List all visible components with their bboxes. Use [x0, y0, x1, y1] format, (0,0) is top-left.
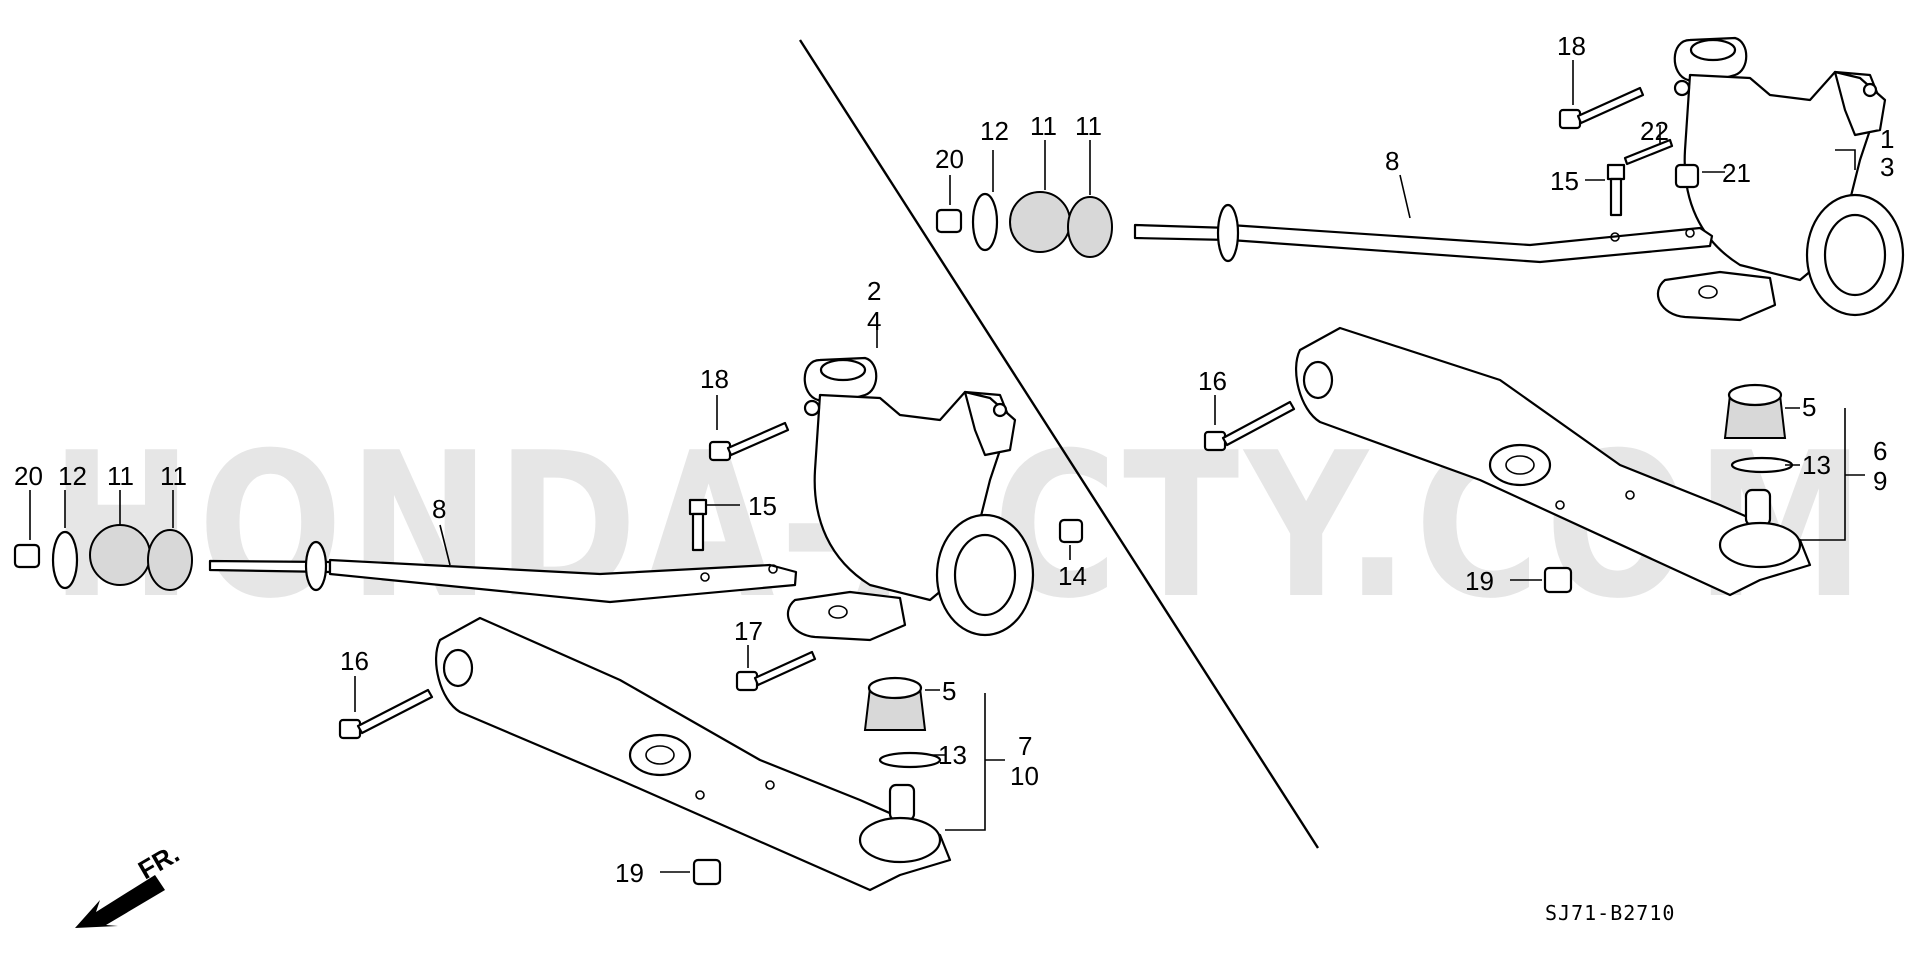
callout-12: 12 — [980, 116, 1009, 146]
callout-7: 7 — [1018, 731, 1032, 761]
callout-8: 8 — [432, 494, 446, 524]
bolt-17-left — [735, 650, 817, 692]
front-direction-arrow-icon — [75, 875, 165, 928]
callout-5: 5 — [1802, 392, 1816, 422]
callout-20: 20 — [935, 144, 964, 174]
bolt-18-left — [708, 421, 790, 462]
bolt-15-left — [688, 498, 708, 552]
callout-11a: 11 — [1030, 111, 1057, 141]
bolt-16-left — [338, 688, 434, 740]
callout-9: 9 — [1873, 466, 1887, 496]
callout-22: 22 — [1640, 116, 1669, 146]
ball-joint-right — [1718, 383, 1802, 569]
radius-rod-left — [208, 540, 798, 604]
callout-6: 6 — [1873, 436, 1887, 466]
left-assembly: FR. — [13, 330, 1084, 928]
lower-arm-right — [1295, 326, 1812, 597]
callout-17: 17 — [734, 616, 763, 646]
nut-19-right — [1543, 566, 1573, 594]
bolt-18-right — [1558, 86, 1645, 130]
bushings-right — [935, 191, 1113, 258]
callout-18: 18 — [700, 364, 729, 394]
callout-16: 16 — [1198, 366, 1227, 396]
bolt-16-right — [1203, 400, 1296, 452]
callouts-right: 18 22 1 3 15 21 20 12 11 11 8 16 5 6 13 … — [935, 31, 1894, 596]
bushings-left — [13, 524, 193, 591]
callout-13: 13 — [1802, 450, 1831, 480]
callout-4: 4 — [867, 306, 881, 336]
callout-14: 14 — [1058, 561, 1087, 591]
diagram-code: SJ71-B2710 — [1545, 901, 1675, 925]
callouts-left: 2 4 18 15 20 12 11 11 8 14 16 17 5 13 7 … — [14, 276, 1087, 888]
callout-15: 15 — [748, 491, 777, 521]
callout-15: 15 — [1550, 166, 1579, 196]
callout-11b: 11 — [160, 461, 187, 491]
ball-joint-left — [858, 676, 942, 864]
callout-3: 3 — [1880, 152, 1894, 182]
nut-21-right — [1674, 163, 1700, 189]
callout-12: 12 — [58, 461, 87, 491]
callout-19: 19 — [615, 858, 644, 888]
callout-8: 8 — [1385, 146, 1399, 176]
knuckle-left — [786, 356, 1035, 642]
callout-5: 5 — [942, 676, 956, 706]
radius-rod-right — [1133, 203, 1714, 264]
front-direction-label: FR. — [133, 838, 184, 885]
callout-20: 20 — [14, 461, 43, 491]
callout-1: 1 — [1880, 124, 1894, 154]
divider-line — [798, 39, 1320, 849]
callout-21: 21 — [1722, 158, 1751, 188]
lower-arm-left — [435, 616, 952, 892]
callout-18: 18 — [1557, 31, 1586, 61]
right-assembly — [935, 36, 1905, 597]
bolt-15-right — [1606, 163, 1626, 217]
knuckle-right — [1656, 36, 1905, 322]
callout-16: 16 — [340, 646, 369, 676]
callout-11a: 11 — [107, 461, 134, 491]
callout-10: 10 — [1010, 761, 1039, 791]
nut-14-left — [1058, 518, 1084, 544]
callout-13: 13 — [938, 740, 967, 770]
cotter-pin-22 — [1623, 138, 1674, 166]
callout-11b: 11 — [1075, 111, 1102, 141]
callout-2: 2 — [867, 276, 881, 306]
nut-19-left — [692, 858, 722, 886]
callout-19: 19 — [1465, 566, 1494, 596]
